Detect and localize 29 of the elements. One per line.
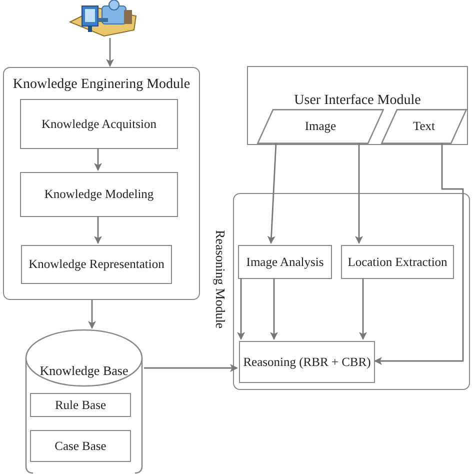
process-box: Location Extraction [341, 245, 454, 279]
arrow [94, 216, 102, 244]
arrow [270, 278, 278, 340]
input-parallelogram: Image [257, 109, 384, 144]
process-box: Image Analysis [238, 245, 332, 279]
input-parallelogram: Text [381, 109, 467, 144]
picture [68, 0, 138, 38]
arrow [355, 143, 363, 244]
process-box: Reasoning (RBR + CBR) [239, 341, 375, 383]
arrow [374, 143, 464, 365]
process-box: Knowledge Acquitsion [20, 99, 178, 149]
process-box: Knowledge Representation [21, 245, 172, 284]
module-panel [247, 66, 468, 145]
arrow [359, 278, 367, 340]
process-box: Rule Base [30, 393, 131, 417]
module-title: Knowledge Enginering Module [12, 77, 192, 93]
arrow [144, 364, 238, 372]
cylinder-label: Knowledge Base [38, 363, 130, 379]
module-panel [3, 67, 200, 300]
arrow [88, 300, 96, 329]
arrow [94, 148, 102, 171]
database-cylinder [25, 329, 143, 474]
module-title: User Interface Module [293, 93, 422, 109]
process-box: Case Base [30, 430, 131, 462]
arrow [237, 278, 245, 340]
module-title-vertical: Reasoning Module [212, 230, 228, 329]
process-box: Knowledge Modeling [20, 172, 178, 217]
arrow [267, 142, 277, 244]
arrow [106, 38, 114, 67]
